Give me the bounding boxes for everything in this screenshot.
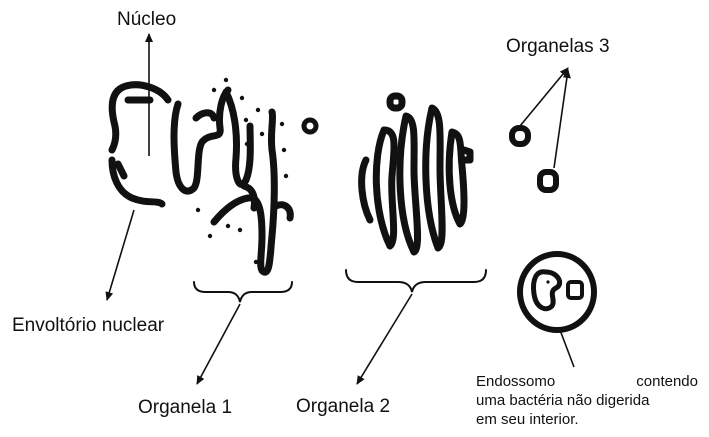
ribosome	[208, 234, 212, 238]
envelope-arrow	[107, 210, 134, 300]
envelope-fragment-top	[112, 85, 168, 150]
organelle-3-drawing	[512, 128, 556, 190]
caption-line-3: em seu interior.	[476, 410, 698, 429]
organelle-3-arrow-b	[554, 70, 568, 168]
organelle-2-label: Organela 2	[296, 397, 390, 416]
ribosome	[240, 96, 244, 100]
vesicle-b	[540, 172, 556, 190]
small-vesicle	[304, 120, 316, 132]
organelle-1-bracket	[194, 282, 292, 302]
brackets	[194, 270, 486, 302]
golgi-cisterna-3	[400, 116, 418, 252]
nucleus-label: Núcleo	[117, 10, 176, 29]
arrows	[107, 34, 574, 384]
organelle-1-arrow	[197, 304, 240, 384]
golgi-cisterna-4	[426, 108, 442, 248]
ribosome	[196, 208, 200, 212]
ribosome	[284, 174, 288, 178]
ribosome	[256, 108, 260, 112]
er-cisterna-4	[214, 112, 274, 272]
caption-word-endossomo: Endossomo	[476, 372, 555, 391]
ribosome	[282, 148, 286, 152]
organelle-2-drawing	[362, 96, 470, 252]
endosome-leader	[560, 330, 574, 367]
golgi-cisterna-2	[376, 130, 394, 246]
caption-word-contendo: contendo	[636, 372, 698, 391]
ribosome	[280, 122, 284, 126]
golgi-vesicle	[390, 96, 402, 108]
ribosome	[254, 260, 258, 264]
envelope-label: Envoltório nuclear	[12, 316, 164, 335]
er-cisterna-5	[276, 205, 290, 218]
ribosome	[238, 228, 242, 232]
ribosome	[212, 88, 216, 92]
organelle-2-arrow	[357, 294, 412, 384]
nuclear-envelope-drawing	[112, 85, 168, 204]
ribosome	[270, 250, 274, 254]
vesicle-a	[512, 128, 528, 144]
ribosome	[244, 118, 248, 122]
bacterium	[534, 272, 560, 309]
organelle-1-label: Organela 1	[138, 398, 232, 417]
organelle-1-drawing	[174, 90, 290, 272]
organelle-2-bracket	[346, 270, 486, 292]
ribosome	[260, 132, 264, 136]
endosome-caption: Endossomo contendo uma bactéria não dige…	[476, 372, 698, 429]
golgi-cisterna-5	[449, 132, 464, 224]
envelope-fragment-left	[118, 164, 124, 176]
er-cisterna-1	[174, 90, 228, 191]
caption-line-1: Endossomo contendo	[476, 372, 698, 391]
er-cisterna-3	[226, 92, 250, 184]
er-cisterna-2	[196, 113, 214, 118]
ribosome	[226, 224, 230, 228]
organelle-3-label: Organelas 3	[506, 37, 610, 56]
caption-line-2: uma bactéria não digerida	[476, 391, 698, 410]
ribosome	[245, 142, 249, 146]
ribosome	[224, 78, 228, 82]
bacterium-inclusion	[568, 282, 582, 298]
bacterium-dot	[546, 280, 549, 283]
golgi-vesicle-2	[464, 150, 470, 160]
golgi-cisterna-1	[362, 160, 370, 220]
endosome-drawing	[520, 254, 594, 330]
